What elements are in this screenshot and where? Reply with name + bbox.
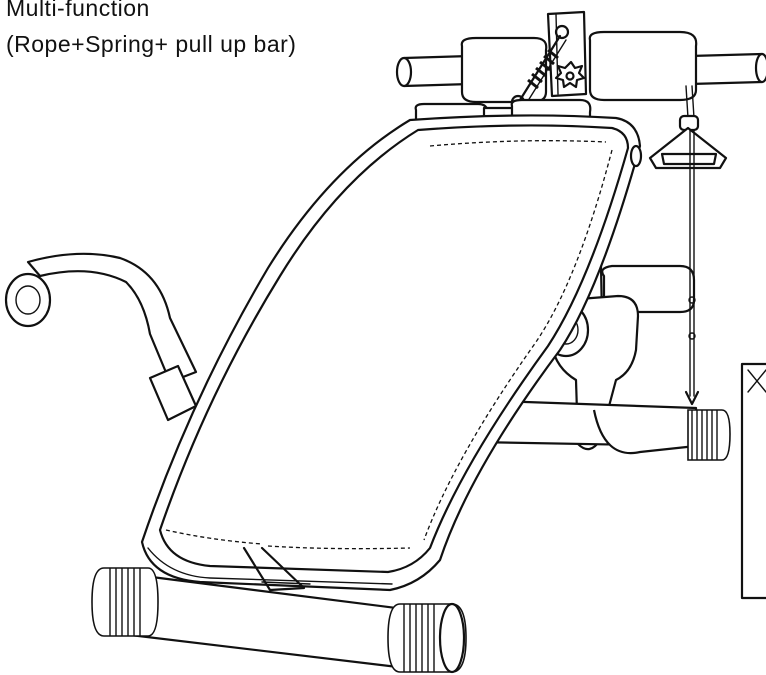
upper-foam-rollers bbox=[460, 30, 698, 104]
back-pad bbox=[140, 114, 643, 592]
caption-line-2: (Rope+Spring+ pull up bar) bbox=[6, 31, 297, 57]
center-support bbox=[242, 546, 311, 592]
feature-caption: Multi-function (Rope+Spring+ pull up bar… bbox=[6, 0, 296, 62]
spring[interactable] bbox=[510, 24, 570, 110]
cropped-inset-box bbox=[740, 362, 766, 600]
caption-line-1: Multi-function bbox=[6, 0, 150, 21]
upright-post bbox=[546, 10, 588, 98]
front-foot-roller[interactable] bbox=[91, 567, 467, 674]
left-hand-bar[interactable] bbox=[4, 252, 198, 422]
rear-base-bar bbox=[468, 398, 731, 461]
rope-handle[interactable] bbox=[648, 85, 728, 406]
